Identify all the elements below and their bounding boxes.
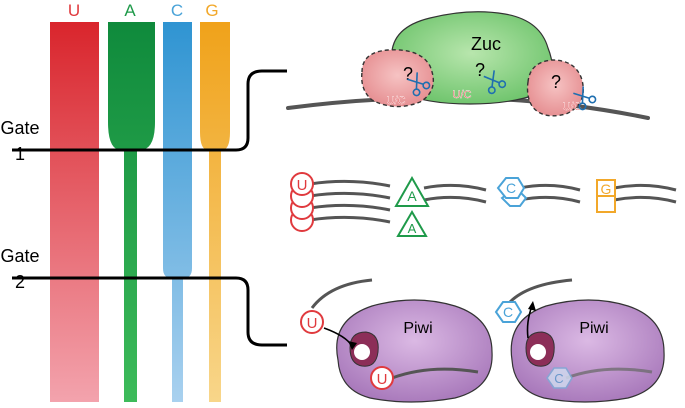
piwi-u-letter-bound: U <box>377 371 388 388</box>
intermediates-row: U A A C G <box>290 172 677 237</box>
column-a <box>108 22 155 402</box>
column-label-a: A <box>124 1 136 20</box>
u-circle-incoming <box>300 310 324 334</box>
cleavage-site-right: U/C <box>563 101 582 113</box>
column-g <box>200 22 230 402</box>
a-letter-lower: A <box>408 221 417 236</box>
gate-2-number: 2 <box>15 272 25 292</box>
piwi-label-left: Piwi <box>403 320 432 337</box>
scissors-icon <box>483 70 507 95</box>
c-hexagon-top <box>496 177 526 199</box>
gate-2-line <box>12 276 287 347</box>
column-label-c: C <box>171 1 183 20</box>
piwi-label-right: Piwi <box>579 320 608 337</box>
c-stack: C <box>496 177 581 207</box>
gate-2-label: Gate <box>0 246 39 266</box>
g-stack: G <box>596 179 677 213</box>
column-label-g: G <box>205 1 218 20</box>
u-circle-top <box>290 172 314 196</box>
piwi-c-letter-bound: C <box>554 371 563 386</box>
gate-1-label: Gate <box>0 118 39 138</box>
question-mark-left: ? <box>403 64 413 84</box>
piwi-panel-u: Piwi U U <box>300 278 493 403</box>
cleavage-site-left: U/C <box>387 95 406 107</box>
g-letter: G <box>601 181 612 197</box>
question-mark-middle: ? <box>475 60 485 80</box>
u-letter: U <box>297 177 308 194</box>
a-stack: A A <box>394 175 487 237</box>
a-triangle-top <box>394 175 430 207</box>
unknown-factor-right <box>526 59 584 117</box>
column-label-u: U <box>68 1 80 20</box>
u-stack: U <box>290 172 391 232</box>
gate-1-line <box>12 69 287 152</box>
zuc-label: Zuc <box>471 34 501 54</box>
column-c <box>163 22 192 402</box>
column-u <box>50 22 99 402</box>
scissors-icon <box>407 72 431 97</box>
a-letter: A <box>407 188 417 204</box>
scissors-icon <box>573 86 597 111</box>
g-square-top <box>596 179 616 197</box>
piwi-u-letter-incoming: U <box>307 315 318 332</box>
cleavage-site-middle: U/C <box>453 89 472 101</box>
gate-1-number: 1 <box>15 144 25 164</box>
unknown-factor-left <box>361 49 434 108</box>
c-hexagon-bound <box>546 367 573 389</box>
question-mark-right: ? <box>551 72 561 92</box>
zuc-panel: Zuc ? ? ? U/C U/C U/C <box>286 11 650 120</box>
piwi-c-letter-rejected: C <box>503 304 513 320</box>
c-letter: C <box>506 180 516 196</box>
u-circle-bound <box>370 366 394 390</box>
piwi-panel-c: Piwi C C <box>494 278 665 403</box>
c-hexagon-rejected <box>494 301 523 323</box>
